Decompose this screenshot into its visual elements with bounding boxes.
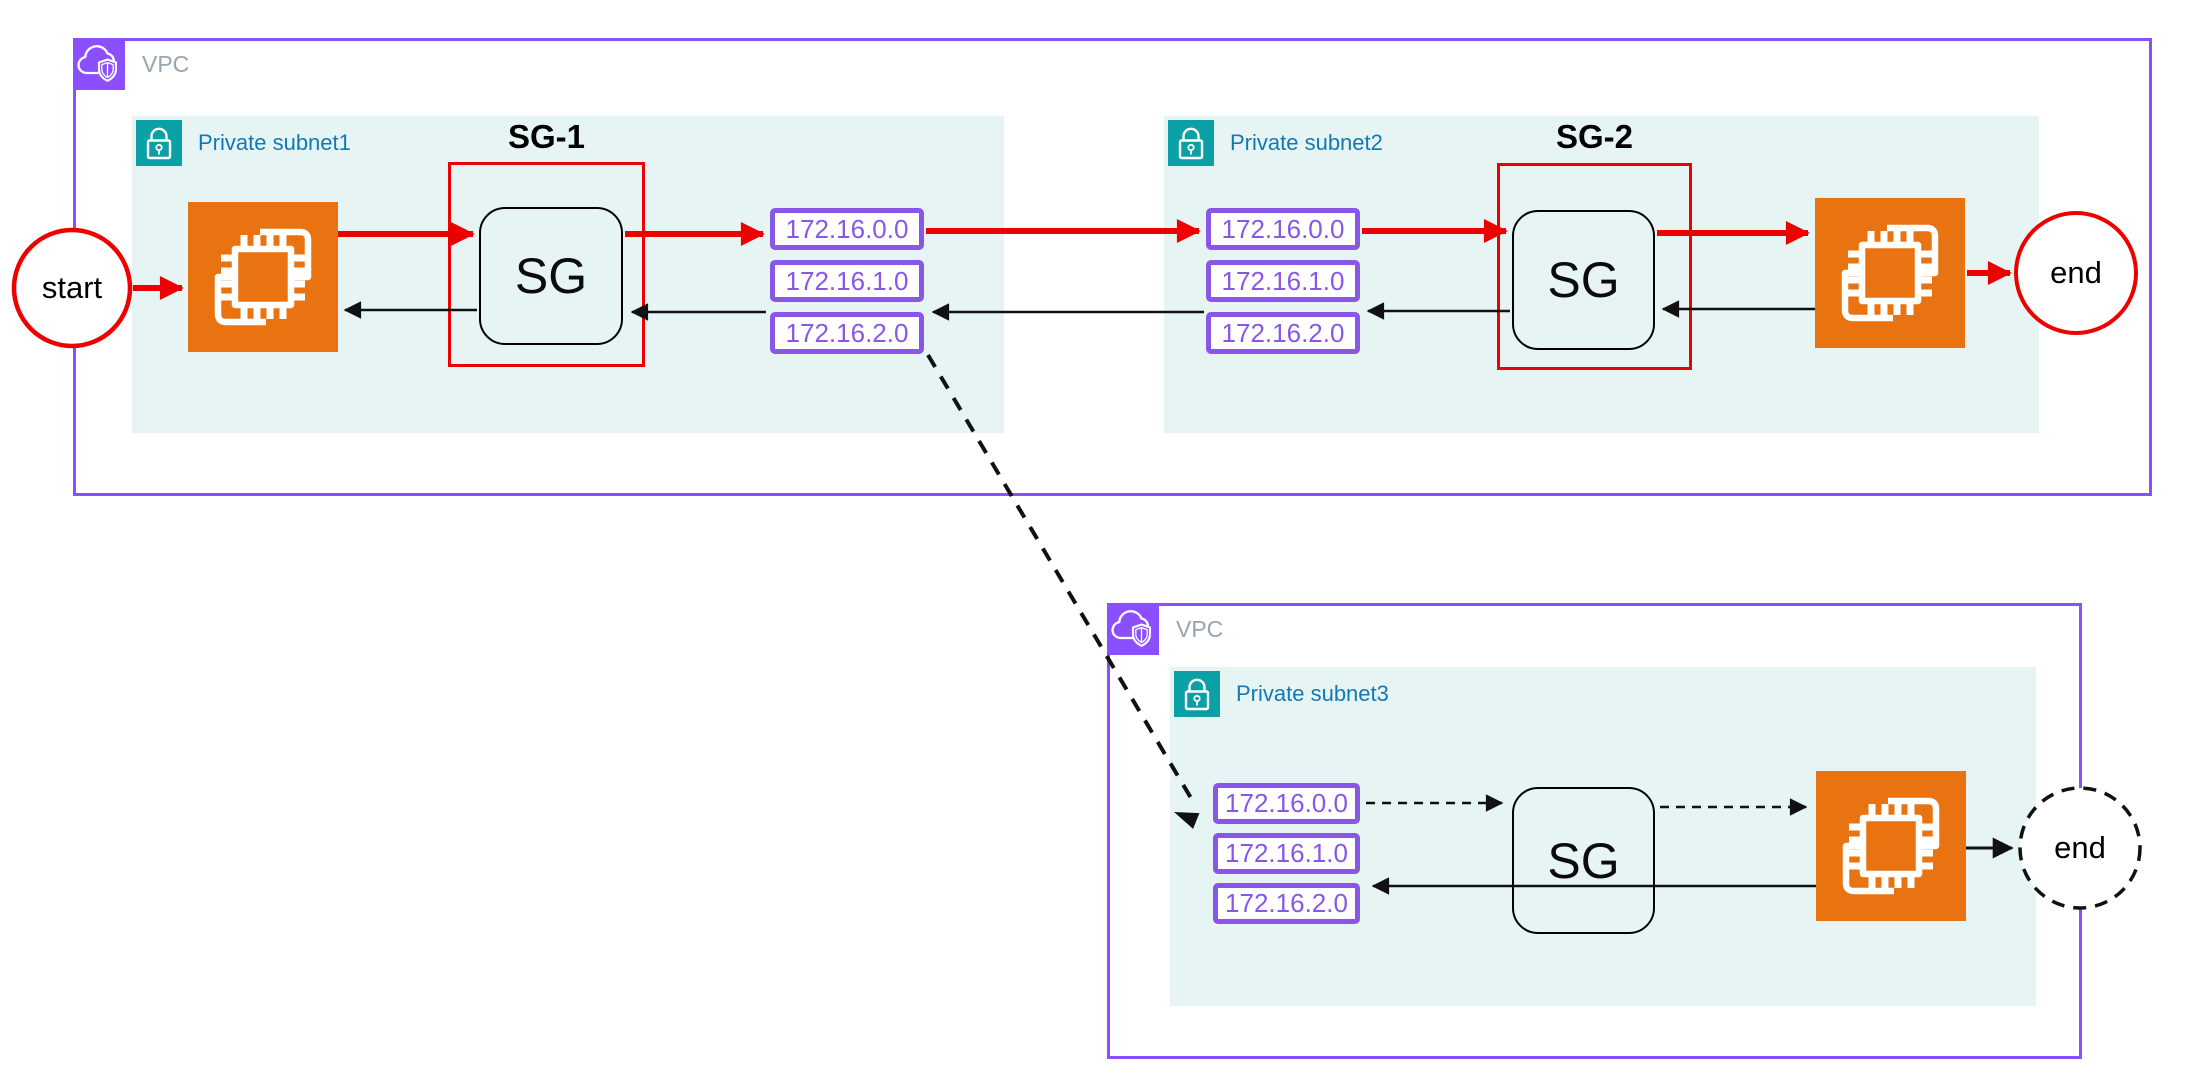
forward-path-dashed [1366,794,1808,816]
sg1-security-group-node: SG [479,207,623,345]
route-cidr-box: 172.16.2.0 [770,312,924,354]
subnet2-label: Private subnet2 [1230,130,1383,155]
cross-vpc-dashed-arrow [926,353,1200,829]
bottom-solid-path [1371,837,2014,895]
route-cidr-box: 172.16.0.0 [1213,783,1360,824]
subnet3-label: Private subnet3 [1236,681,1389,706]
start-node-label: start [41,270,103,305]
start-node-circle [11,227,133,349]
route-cidr-box: 172.16.2.0 [1213,883,1360,924]
sg2-security-group-frame [1497,163,1692,370]
end-node-bottom-circle [2018,786,2142,910]
subnet1-label: Private subnet1 [198,130,351,155]
return-path-black [343,300,1815,321]
route-cidr-box: 172.16.1.0 [1213,833,1360,874]
end-node-top-circle [2014,211,2138,335]
route-cidr-box: 172.16.0.0 [1206,208,1360,250]
route-cidr-box: 172.16.1.0 [770,260,924,302]
route-cidr-box: 172.16.1.0 [1206,260,1360,302]
forward-path-red [133,219,2012,300]
sg2-security-group-node: SG [1512,210,1655,350]
vpc-label: VPC [1176,615,1224,642]
sg1-security-group-frame [448,162,645,367]
route-cidr-box: 172.16.0.0 [770,208,924,250]
vpc-label: VPC [142,50,190,77]
sg3-security-group-node: SG [1512,787,1655,934]
end-node-top-label: end [2050,255,2102,290]
sg2-frame-label: SG-2 [1555,118,1634,155]
end-node-bottom-label: end [2054,830,2106,865]
route-cidr-box: 172.16.2.0 [1206,312,1360,354]
sg1-frame-label: SG-1 [507,118,586,155]
